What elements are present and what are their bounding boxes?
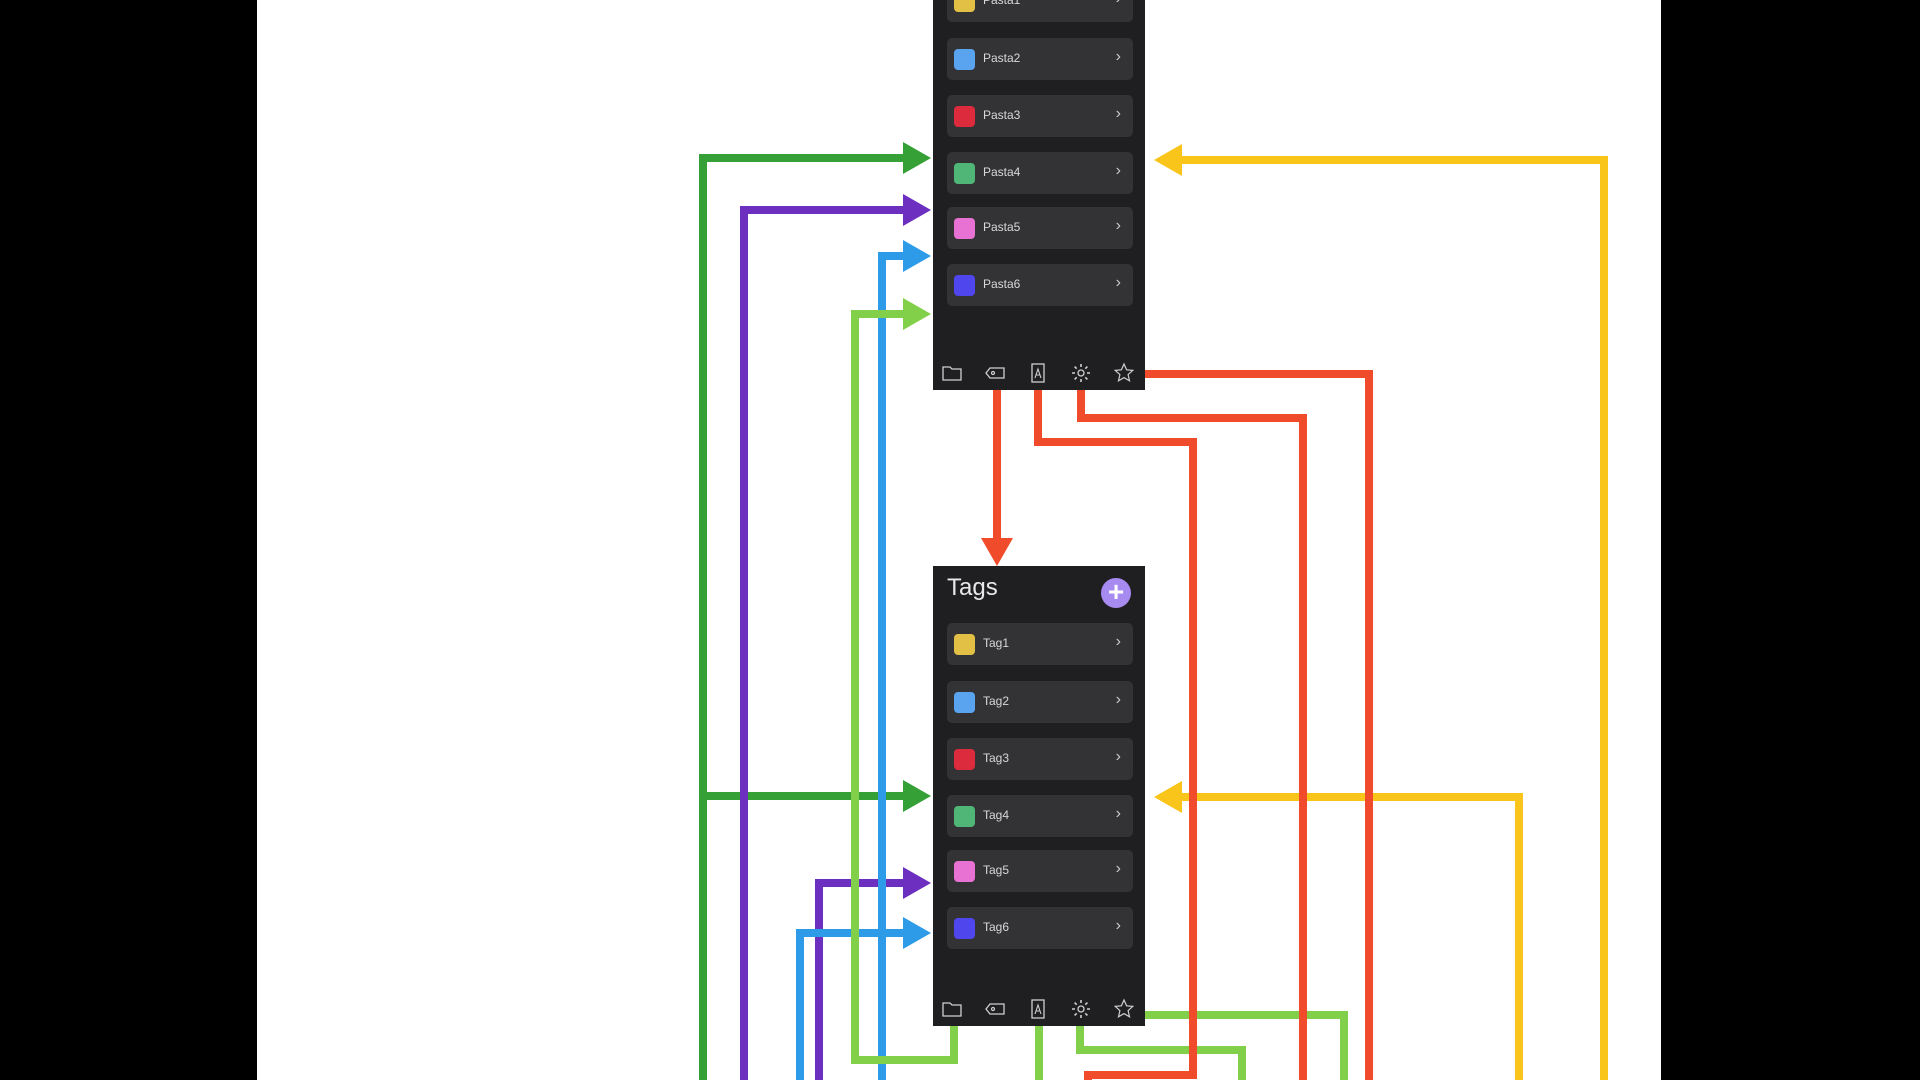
tag-item-label: Tag5 (983, 863, 1010, 877)
tag-item-6[interactable]: Tag6 › (947, 907, 1133, 949)
chevron-right-icon: › (1115, 860, 1121, 877)
star-icon[interactable] (1113, 362, 1135, 384)
color-swatch (954, 106, 975, 127)
contact-book-icon[interactable] (1027, 998, 1049, 1020)
tag-item-3[interactable]: Tag3 › (947, 738, 1133, 780)
folders-screen: Pasta1›Pasta2›Pasta3›Pasta4›Pasta5›Pasta… (933, 0, 1145, 390)
tab-bar (933, 356, 1145, 390)
folder-item-label: Pasta3 (983, 108, 1021, 122)
tag-item-label: Tag2 (983, 694, 1010, 708)
purple-arrowhead (903, 867, 931, 899)
color-swatch (954, 163, 975, 184)
color-swatch (954, 49, 975, 70)
tags-screen: Tags + Tag1 › Tag2 › Tag3 › Tag4 › Tag5 › Tag6 › (933, 566, 1145, 1026)
tag-item-label: Tag6 (983, 920, 1010, 934)
green-arrowhead (903, 780, 931, 812)
folder-item-6[interactable]: Pasta6 › (947, 264, 1133, 306)
add-tag-button[interactable]: + (1101, 578, 1131, 608)
green-arrowhead (903, 142, 931, 174)
chevron-right-icon: › (1115, 162, 1121, 179)
yellow-connector-line (1180, 793, 1523, 1080)
chevron-right-icon: › (1115, 917, 1121, 934)
tag-item-5[interactable]: Tag5 › (947, 850, 1133, 892)
chevron-right-icon: › (1115, 691, 1121, 708)
lime-connector-line (851, 310, 958, 1064)
folder-item-5[interactable]: Pasta5 › (947, 207, 1133, 249)
chevron-right-icon: › (1115, 805, 1121, 822)
blue-connector-line (878, 252, 905, 1080)
tag-item-label: Tag3 (983, 751, 1010, 765)
blue-arrowhead (903, 240, 931, 272)
tag-item-2[interactable]: Tag2 › (947, 681, 1133, 723)
tag-item-1[interactable]: Tag1 › (947, 623, 1133, 665)
red-connector-line (1034, 386, 1197, 1080)
yellow-arrowhead (1154, 144, 1182, 176)
yellow-arrowhead (1154, 781, 1182, 813)
color-swatch (954, 275, 975, 296)
chevron-right-icon: › (1115, 748, 1121, 765)
purple-connector-line (740, 206, 905, 1080)
chevron-right-icon: › (1115, 105, 1121, 122)
chevron-right-icon: › (1115, 633, 1121, 650)
folder-item-3[interactable]: Pasta3 › (947, 95, 1133, 137)
color-swatch (954, 806, 975, 827)
lime-arrowhead (903, 298, 931, 330)
color-swatch (954, 692, 975, 713)
tag-item-label: Tag1 (983, 636, 1010, 650)
page-title: Tags (947, 574, 998, 601)
color-swatch (954, 861, 975, 882)
lime-connector-line (1076, 1012, 1246, 1080)
chevron-right-icon: › (1116, 0, 1121, 8)
tag-item-label: Tag4 (983, 808, 1010, 822)
folder-item-label: Pasta2 (983, 51, 1021, 65)
folder-icon[interactable] (941, 362, 963, 384)
color-swatch (954, 218, 975, 239)
folder-item-1[interactable]: Pasta1 › (947, 0, 1133, 22)
blue-arrowhead (903, 917, 931, 949)
contact-book-icon[interactable] (1027, 362, 1049, 384)
folder-icon[interactable] (941, 998, 963, 1020)
color-swatch (954, 749, 975, 770)
chevron-right-icon: › (1115, 274, 1121, 291)
tag-icon[interactable] (984, 998, 1006, 1020)
blue-connector-line (796, 929, 905, 1080)
color-swatch (954, 0, 975, 12)
red-arrowhead (981, 538, 1013, 566)
chevron-right-icon: › (1115, 217, 1121, 234)
folder-item-label: Pasta5 (983, 220, 1021, 234)
color-swatch (954, 918, 975, 939)
folder-item-label: Pasta6 (983, 277, 1021, 291)
yellow-connector-line (1180, 156, 1608, 1080)
lime-connector-line (1124, 1011, 1348, 1080)
plus-icon: + (1107, 576, 1125, 607)
folder-item-2[interactable]: Pasta2 › (947, 38, 1133, 80)
folder-item-4[interactable]: Pasta4 › (947, 152, 1133, 194)
red-connector-line (1145, 370, 1373, 1080)
folder-item-label: Pasta1 (983, 0, 1021, 7)
purple-arrowhead (903, 194, 931, 226)
tab-bar (933, 992, 1145, 1026)
green-connector-line (699, 154, 905, 1080)
purple-connector-line (815, 879, 905, 1080)
gear-icon[interactable] (1070, 362, 1092, 384)
star-icon[interactable] (1113, 998, 1135, 1020)
tag-icon[interactable] (984, 362, 1006, 384)
red-connector-line (1077, 386, 1307, 1080)
gear-icon[interactable] (1070, 998, 1092, 1020)
tag-item-4[interactable]: Tag4 › (947, 795, 1133, 837)
chevron-right-icon: › (1115, 48, 1121, 65)
folder-item-label: Pasta4 (983, 165, 1021, 179)
color-swatch (954, 634, 975, 655)
